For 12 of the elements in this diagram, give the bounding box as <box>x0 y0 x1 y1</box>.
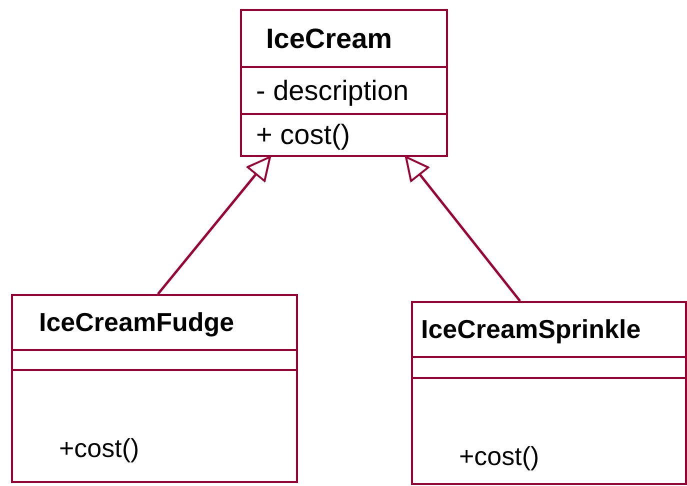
inheritance-arrow <box>157 156 271 295</box>
class-box <box>11 294 298 483</box>
inheritance-arrow <box>405 156 521 302</box>
method-text: +cost() <box>459 441 540 472</box>
class-name: IceCreamSprinkle <box>421 314 641 345</box>
attribute-text: - description <box>256 74 409 106</box>
class-box <box>411 301 687 485</box>
method-text: + cost() <box>256 119 350 151</box>
class-name: IceCreamFudge <box>39 307 234 338</box>
method-text: +cost() <box>59 433 140 464</box>
class-box <box>240 9 448 157</box>
class-name: IceCream <box>266 22 392 54</box>
